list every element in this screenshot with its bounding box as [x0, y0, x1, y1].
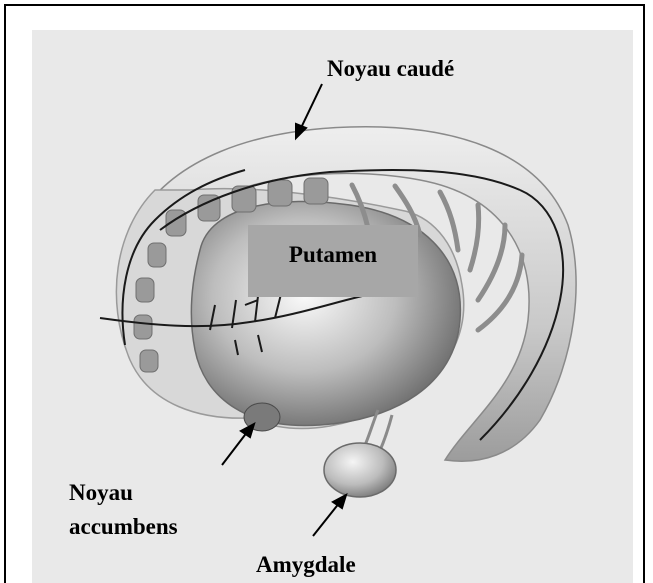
amygdala: [324, 443, 396, 497]
putamen-label-box: Putamen: [248, 225, 418, 297]
amygdala-label: Amygdale: [256, 552, 356, 578]
accumbens-label-line1: Noyau: [69, 480, 133, 506]
putamen-label: Putamen: [248, 242, 418, 268]
caudate-label: Noyau caudé: [327, 56, 454, 82]
accumbens-label-line2: accumbens: [69, 514, 178, 540]
